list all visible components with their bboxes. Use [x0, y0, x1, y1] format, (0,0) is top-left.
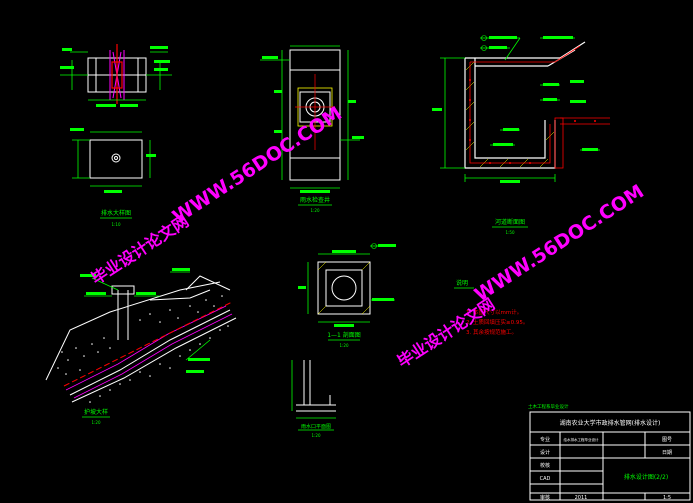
corner-plan-caption: 雨水口平面图 — [301, 423, 331, 430]
title-block-row1-left: 专业 — [540, 436, 550, 443]
title-block-row5-left: 审核 — [540, 494, 550, 501]
pipe-detail-caption: 排水大样图 — [101, 209, 131, 217]
manhole-plan-scale: 1:20 — [311, 208, 320, 213]
title-block-drawing-name: 排水设计图(2/2) — [624, 473, 668, 481]
section-1-caption: 1—1 剖面图 — [327, 331, 361, 339]
slope-detail-view: 护坡大样 1:20 — [45, 268, 237, 425]
title-block-row5-mid: 2011 — [575, 495, 588, 501]
pipe-detail-view: 排水大样图 1:10 — [60, 44, 172, 227]
slope-detail-scale: 1:20 — [92, 420, 101, 425]
title-block-header-note: 土木工程系毕业设计 — [528, 403, 569, 410]
title-block-row3-left: 校核 — [540, 462, 550, 469]
title-block-school-title: 湖南农业大学市政排水管网(排水设计) — [560, 419, 661, 427]
title-block-row1-right: 图号 — [662, 437, 672, 443]
notes-heading: 说明 — [456, 279, 468, 287]
section-1-scale: 1:20 — [340, 343, 349, 348]
notes-line-1: 1. 本图尺寸以mm计。 — [466, 308, 522, 316]
notes-line-3: 3. 其余按规范施工。 — [466, 328, 517, 336]
pipe-detail-scale: 1:10 — [112, 222, 121, 227]
channel-section-view: 河道断面图 1:50 — [432, 35, 610, 235]
channel-section-caption: 河道断面图 — [495, 218, 525, 226]
title-block: 土木工程系毕业设计 湖南农业大学市政排水管网(排水设计) 专业 给水排水工程毕业… — [528, 403, 691, 501]
manhole-plan-view: 雨水检查井 1:20 — [260, 45, 364, 213]
title-block-row2-left: 设计 — [540, 449, 550, 456]
title-block-row5-right: 1:5 — [663, 495, 671, 501]
notes-line-2: 2. 土质回填压实≥0.95。 — [466, 318, 528, 326]
corner-plan-scale: 1:20 — [312, 433, 321, 438]
notes-block: 说明 1. 本图尺寸以mm计。 2. 土质回填压实≥0.95。 3. 其余按规范… — [454, 279, 528, 336]
channel-section-scale: 1:50 — [506, 230, 515, 235]
manhole-plan-caption: 雨水检查井 — [300, 196, 330, 204]
title-block-row4-left: CAD — [540, 476, 551, 482]
title-block-row1-mid: 给水排水工程毕业设计 — [564, 437, 599, 442]
title-block-row2-right: 日期 — [662, 450, 672, 456]
section-1-view: 1—1 剖面图 1:20 雨水口平面图 1:20 — [291, 243, 396, 438]
slope-detail-caption: 护坡大样 — [84, 408, 108, 416]
